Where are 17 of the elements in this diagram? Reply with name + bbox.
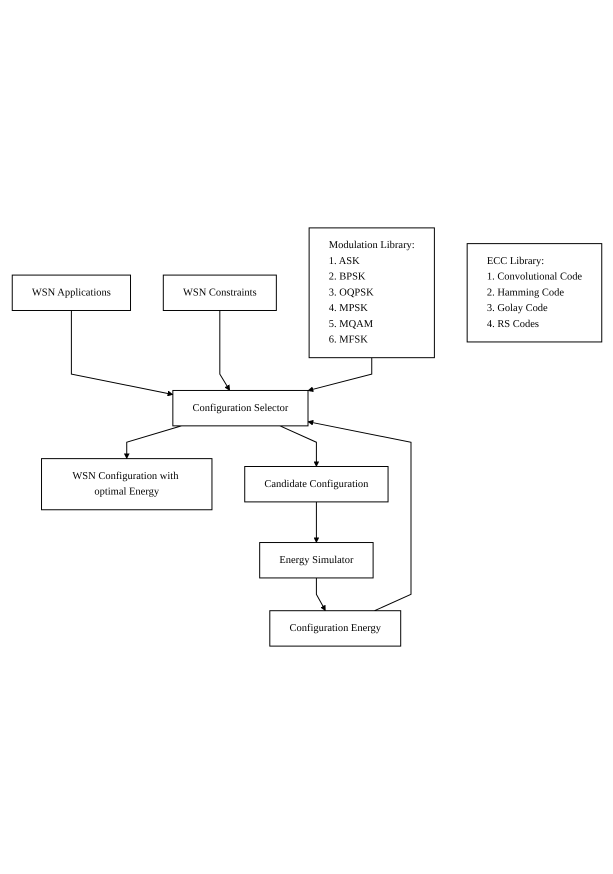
arrow bbox=[123, 425, 182, 459]
arrow bbox=[307, 357, 372, 392]
arrow bbox=[307, 420, 411, 612]
arrow bbox=[70, 310, 173, 396]
arrow bbox=[313, 501, 319, 543]
node-box: WSN Configuration with optimal Energy bbox=[40, 458, 212, 510]
arrow bbox=[315, 577, 326, 611]
node-box: WSN Applications bbox=[11, 274, 131, 311]
node-box: Energy Simulator bbox=[258, 542, 374, 578]
node-box: Configuration Energy bbox=[268, 610, 401, 647]
node-box: Configuration Selector bbox=[172, 390, 308, 426]
node-box: ECC Library: 1. Convolutional Code 2. Hamming Code 3. Golay Code 4. RS Codes bbox=[466, 243, 602, 342]
arrow bbox=[218, 310, 230, 391]
node-box: Candidate Configuration bbox=[244, 466, 388, 502]
node-box: Modulation Library: 1. ASK 2. BPSK 3. OQPSK 4. MPSK 5. MQAM 6. MFSK bbox=[308, 227, 434, 358]
arrow bbox=[278, 425, 319, 467]
node-box: WSN Constraints bbox=[162, 274, 276, 311]
